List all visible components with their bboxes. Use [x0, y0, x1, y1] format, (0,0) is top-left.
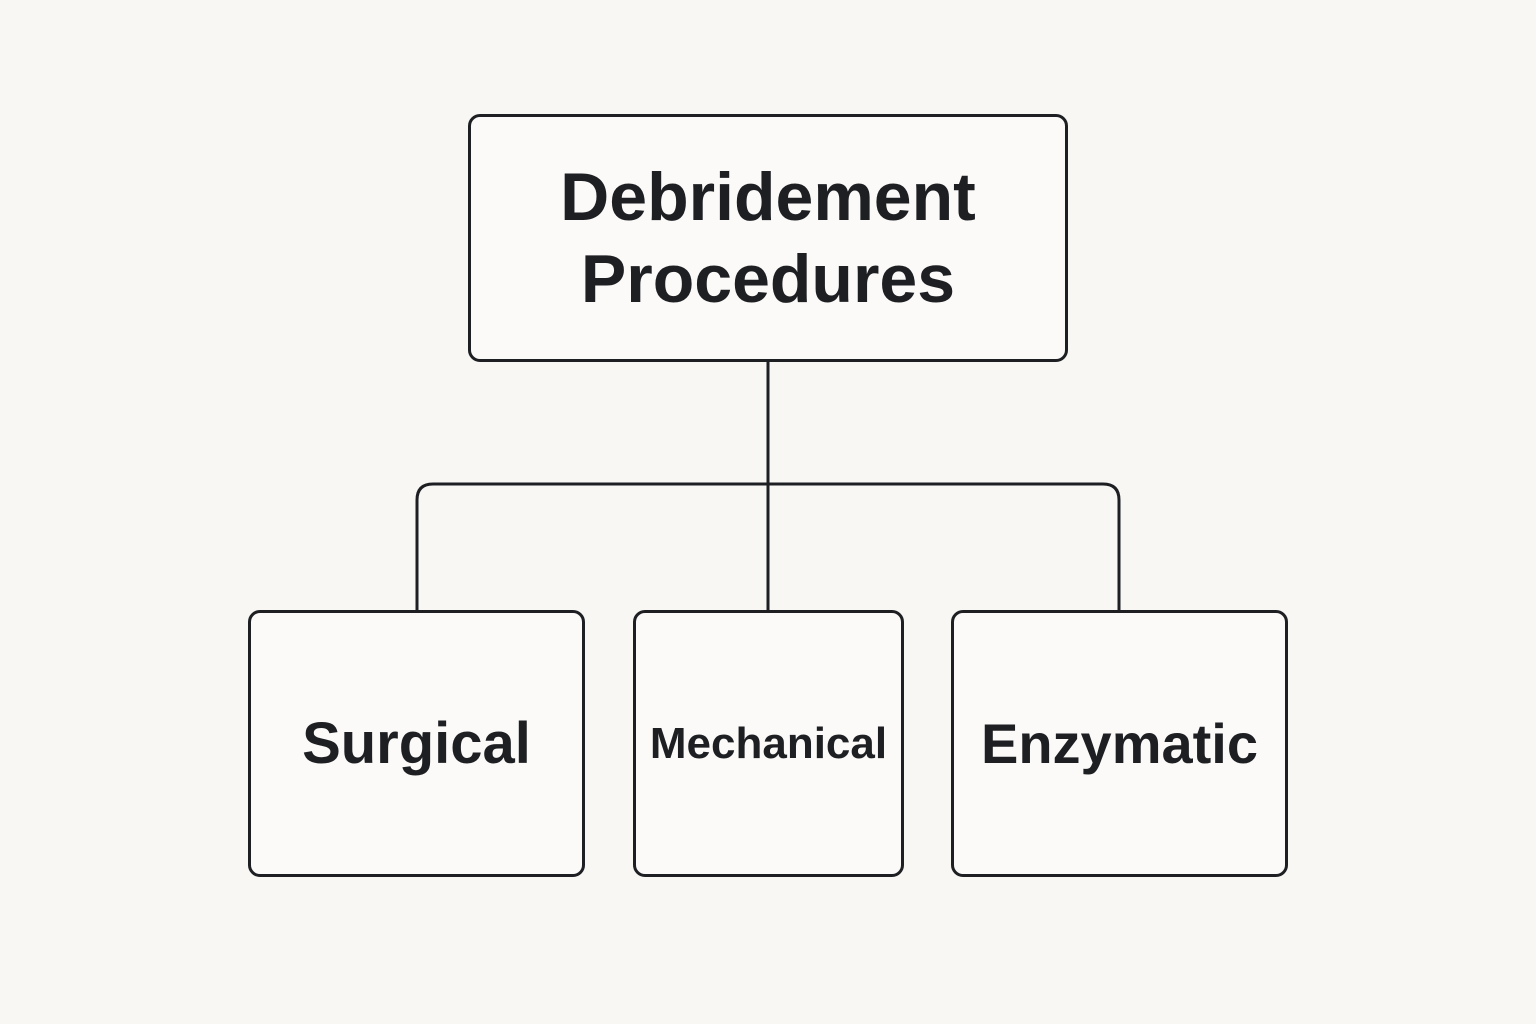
child-label-mechanical: Mechanical: [649, 718, 888, 768]
child-node-mechanical: Mechanical: [633, 610, 904, 877]
child-node-surgical: Surgical: [248, 610, 585, 877]
child-node-enzymatic: Enzymatic: [951, 610, 1288, 877]
root-node-debridement-procedures: Debridement Procedures: [468, 114, 1068, 362]
child-label-surgical: Surgical: [302, 711, 531, 776]
root-title-line-1: Debridement: [560, 159, 976, 235]
root-title-line-2: Procedures: [580, 241, 956, 317]
child-label-enzymatic: Enzymatic: [981, 712, 1258, 775]
